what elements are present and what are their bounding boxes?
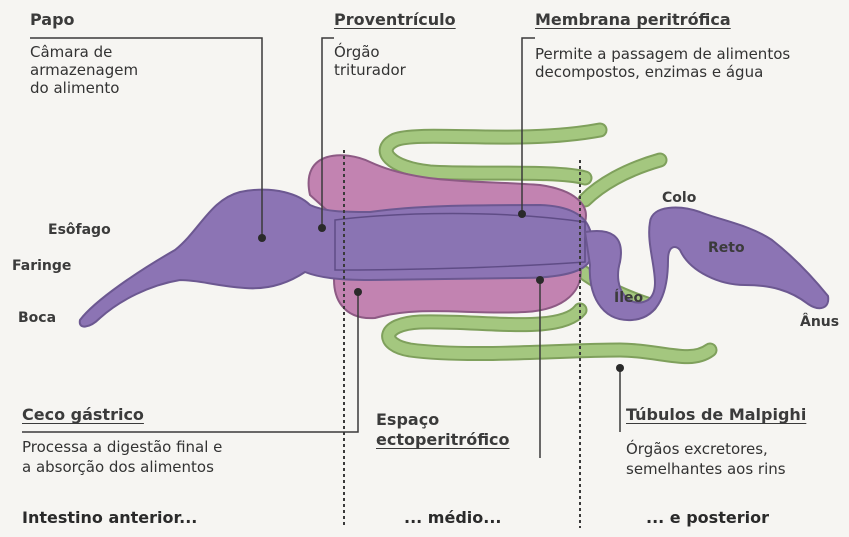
label-tubulos-desc-1: Órgãos excretores, — [626, 440, 768, 458]
ceco-dot — [354, 288, 362, 296]
section-intestino-anterior: Intestino anterior... — [22, 508, 197, 527]
label-proventriculo-desc-2: triturador — [334, 61, 406, 79]
label-colo: Colo — [662, 190, 696, 206]
label-espaco-title-2: ectoperitrófico — [376, 430, 510, 449]
label-papo-desc-2: armazenagem — [30, 61, 138, 79]
tubulos-dot — [616, 364, 624, 372]
label-ceco-desc-1: Processa a digestão final e — [22, 438, 222, 456]
proventriculo-dot — [318, 224, 326, 232]
label-papo-desc-3: do alimento — [30, 79, 119, 97]
label-membrana-desc-1: Permite a passagem de alimentos — [535, 45, 790, 63]
label-ileo: Íleo — [614, 290, 643, 306]
midgut-inner — [335, 214, 585, 271]
papo-dot — [258, 234, 266, 242]
label-membrana-desc-2: decompostos, enzimas e água — [535, 63, 763, 81]
label-ceco-title: Ceco gástrico — [22, 405, 144, 424]
label-tubulos-title: Túbulos de Malpighi — [626, 405, 806, 424]
label-espaco-title-1: Espaço — [376, 410, 439, 429]
label-esofago: Esôfago — [48, 222, 111, 238]
label-boca: Boca — [18, 310, 56, 326]
label-reto: Reto — [708, 240, 745, 256]
membrana-dot — [518, 210, 526, 218]
label-papo-title: Papo — [30, 10, 75, 29]
label-membrana-title: Membrana peritrófica — [535, 10, 731, 29]
label-papo-desc-1: Câmara de — [30, 43, 112, 61]
label-proventriculo-desc-1: Órgão — [334, 43, 380, 61]
label-ceco-desc-2: a absorção dos alimentos — [22, 458, 214, 476]
label-anus: Ânus — [800, 314, 839, 330]
label-faringe: Faringe — [12, 258, 71, 274]
label-proventriculo-title: Proventrículo — [334, 10, 456, 29]
espaco-dot — [536, 276, 544, 284]
section-posterior: ... e posterior — [646, 508, 769, 527]
section-medio: ... médio... — [404, 508, 502, 527]
label-tubulos-desc-2: semelhantes aos rins — [626, 460, 786, 478]
